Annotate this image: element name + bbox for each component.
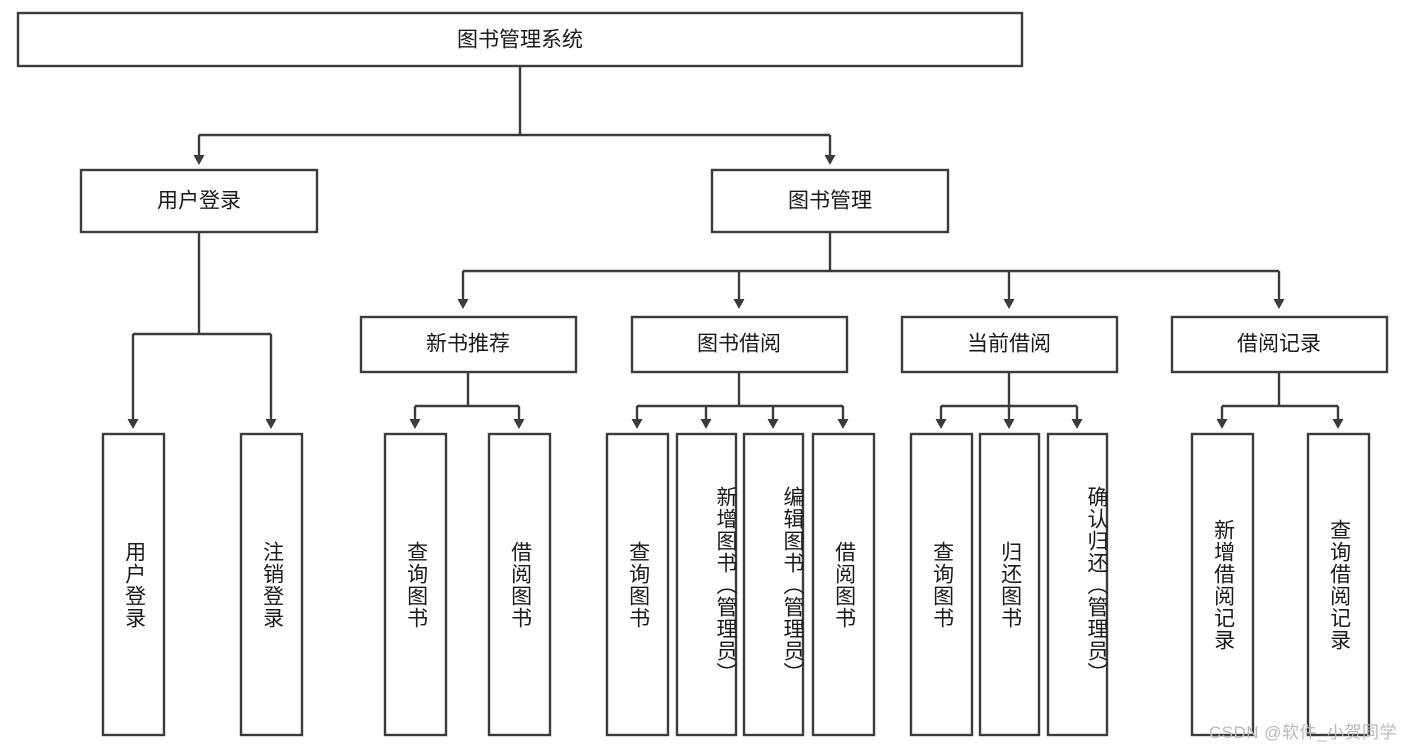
connector-borrow-record-to-leaves — [1216, 372, 1344, 429]
node-root-label: 图书管理系统 — [457, 29, 583, 52]
node-book-manage[interactable]: 图书管理 — [710, 168, 950, 234]
node-current-borrow-label: 当前借阅 — [967, 333, 1051, 356]
node-book-manage-box[interactable] — [710, 168, 950, 234]
leaf-borrow-book-1-box[interactable] — [487, 432, 552, 737]
node-user-login[interactable]: 用户登录 — [79, 168, 319, 234]
leaf-edit-book-box[interactable] — [742, 432, 805, 737]
connector-book-borrow-to-leaves — [631, 372, 849, 429]
node-book-borrow-label: 图书借阅 — [697, 333, 781, 356]
node-borrow-record-label: 借阅记录 — [1237, 333, 1321, 356]
leaf-query-book-2-box[interactable] — [605, 432, 670, 737]
connector-user-login-to-leaves — [127, 232, 277, 429]
node-borrow-record-box[interactable] — [1170, 315, 1389, 374]
csdn-watermark: CSDN @软件_小贺同学 — [1208, 723, 1397, 742]
leaf-query-book-3-box[interactable] — [909, 432, 974, 737]
node-root[interactable]: 图书管理系统 — [16, 11, 1024, 68]
leaf-query-record-box[interactable] — [1306, 432, 1371, 737]
node-book-manage-label: 图书管理 — [788, 190, 872, 213]
node-new-book-recommend[interactable]: 新书推荐 — [359, 315, 578, 374]
leaf-add-book-box[interactable] — [675, 432, 738, 737]
node-borrow-record[interactable]: 借阅记录 — [1170, 315, 1389, 374]
node-book-borrow-box[interactable] — [630, 315, 849, 374]
leaf-add-record-box[interactable] — [1190, 432, 1255, 737]
node-new-book-recommend-box[interactable] — [359, 315, 578, 374]
node-user-login-label: 用户登录 — [157, 190, 241, 213]
leaf-query-book-1-box[interactable] — [383, 432, 448, 737]
leaf-confirm-return-box[interactable] — [1046, 432, 1109, 737]
connector-root-to-level2 — [193, 66, 836, 165]
node-new-book-recommend-label: 新书推荐 — [426, 333, 510, 356]
node-current-borrow[interactable]: 当前借阅 — [900, 315, 1119, 374]
leaf-borrow-book-2-box[interactable] — [811, 432, 876, 737]
node-current-borrow-box[interactable] — [900, 315, 1119, 374]
node-user-login-box[interactable] — [79, 168, 319, 234]
connector-new-book-recommend-to-leaves — [409, 372, 525, 429]
leaf-user-login-box[interactable] — [101, 432, 166, 737]
node-root-box[interactable] — [16, 11, 1024, 68]
leaf-user-logout-box[interactable] — [239, 432, 304, 737]
connector-current-borrow-to-leaves — [935, 372, 1083, 429]
leaf-return-book-box[interactable] — [978, 432, 1041, 737]
node-book-borrow[interactable]: 图书借阅 — [630, 315, 849, 374]
connector-book-manage-to-level3 — [457, 232, 1285, 309]
leaf-boxes — [101, 432, 1371, 737]
